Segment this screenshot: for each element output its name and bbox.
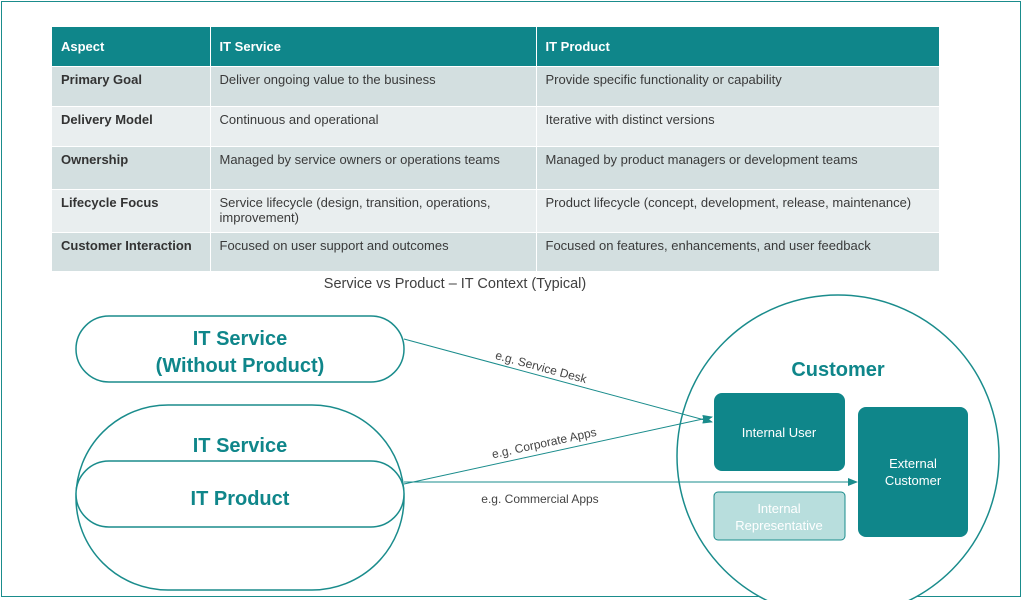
row-product: Managed by product managers or developme… <box>536 146 940 190</box>
header-aspect: Aspect <box>52 27 211 67</box>
header-it-product: IT Product <box>536 27 940 67</box>
table-row: Delivery Model Continuous and operationa… <box>52 106 940 147</box>
internal-user-box <box>714 393 845 471</box>
service-only-shape: IT Service (Without Product) <box>75 315 405 383</box>
product-inner-shape <box>75 460 405 528</box>
row-aspect: Primary Goal <box>52 66 211 107</box>
service-only-title: IT Service <box>193 328 288 350</box>
product-inner-title: IT Product <box>191 488 290 510</box>
row-aspect: Lifecycle Focus <box>52 189 211 233</box>
service-outer-title: IT Service <box>193 435 288 457</box>
arrow-commercial-apps-label: e.g. Commercial Apps <box>481 492 598 506</box>
row-service: Service lifecycle (design, transition, o… <box>210 189 537 233</box>
row-aspect: Ownership <box>52 146 211 190</box>
internal-rep-label-2: Representative <box>735 518 822 533</box>
table-row: Ownership Managed by service owners or o… <box>52 146 940 190</box>
row-service: Continuous and operational <box>210 106 537 147</box>
service-with-product-shape: IT Service IT Product <box>75 404 405 591</box>
arrow-corporate-apps-label: e.g. Corporate Apps <box>491 425 598 461</box>
row-service: Managed by service owners or operations … <box>210 146 537 190</box>
arrow-corporate-apps <box>403 415 713 485</box>
customer-shape: Customer Internal User Internal Represen… <box>676 294 1000 600</box>
row-product: Provide specific functionality or capabi… <box>536 66 940 107</box>
external-customer-label-2: Customer <box>885 473 942 488</box>
header-it-service: IT Service <box>210 27 537 67</box>
row-aspect: Delivery Model <box>52 106 211 147</box>
row-product: Iterative with distinct versions <box>536 106 940 147</box>
comparison-table: Aspect IT Service IT Product Primary Goa… <box>52 27 940 271</box>
diagram-caption: Service vs Product – IT Context (Typical… <box>323 276 587 292</box>
internal-rep-box <box>713 491 846 541</box>
customer-title: Customer <box>791 359 885 381</box>
arrow-service-desk <box>403 338 713 424</box>
external-customer-label-1: External <box>889 456 937 471</box>
row-service: Deliver ongoing value to the business <box>210 66 537 107</box>
table-header-row: Aspect IT Service IT Product <box>52 27 940 67</box>
internal-rep-label-1: Internal <box>757 501 800 516</box>
row-service: Focused on user support and outcomes <box>210 232 537 271</box>
row-product: Product lifecycle (concept, development,… <box>536 189 940 233</box>
internal-user-label: Internal User <box>742 425 817 440</box>
table-row: Customer Interaction Focused on user sup… <box>52 232 940 271</box>
row-aspect: Customer Interaction <box>52 232 211 271</box>
service-only-subtitle: (Without Product) <box>156 355 325 377</box>
external-customer-box <box>858 407 968 537</box>
table-row: Primary Goal Deliver ongoing value to th… <box>52 66 940 107</box>
table-row: Lifecycle Focus Service lifecycle (desig… <box>52 189 940 233</box>
row-product: Focused on features, enhancements, and u… <box>536 232 940 271</box>
